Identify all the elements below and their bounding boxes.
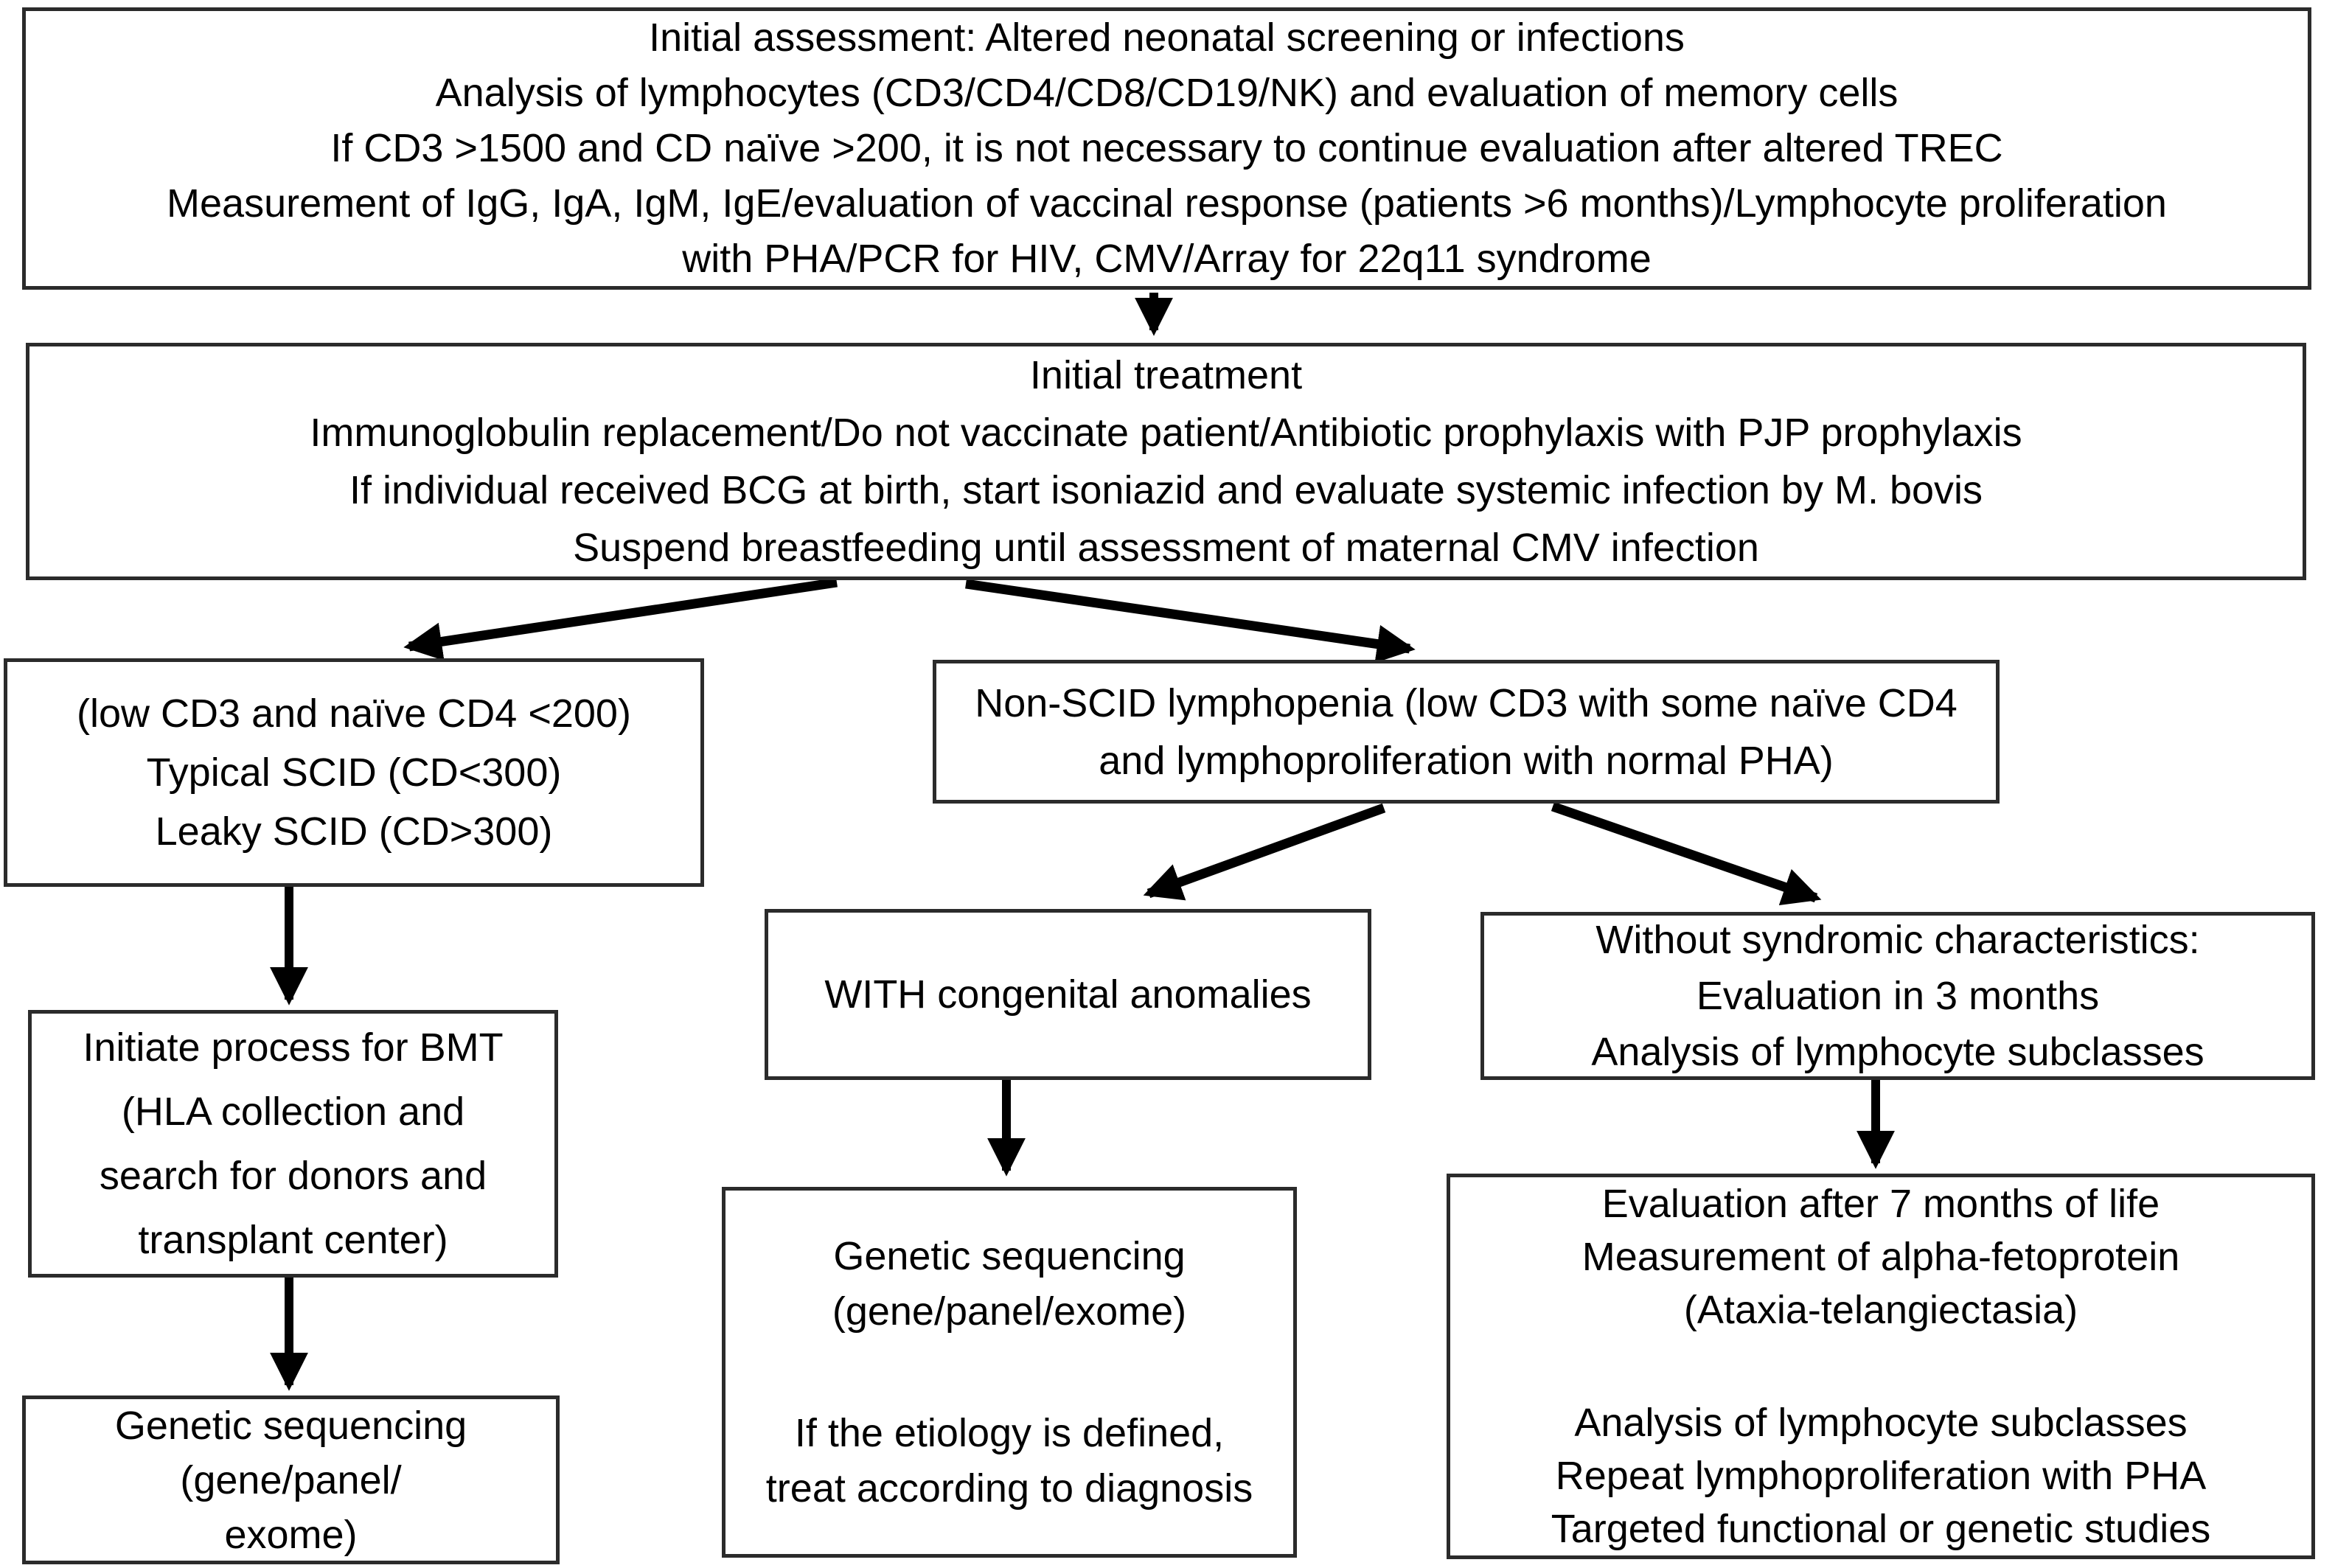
- scid-box: (low CD3 and naïve CD4 <200) Typical SCI…: [4, 658, 704, 887]
- evaluation-7m-line: Repeat lymphoproliferation with PHA: [1555, 1454, 2207, 1498]
- initial-assessment-box: Initial assessment: Altered neonatal scr…: [22, 7, 2311, 290]
- evaluation-after-7-months-box: Evaluation after 7 months of life Measur…: [1447, 1174, 2315, 1559]
- bmt-line: (HLA collection and: [121, 1089, 465, 1134]
- bmt-line: transplant center): [138, 1217, 448, 1262]
- evaluation-7m-line: Evaluation after 7 months of life: [1601, 1182, 2160, 1226]
- evaluation-7m-line: (Ataxia-telangiectasia): [1683, 1288, 2078, 1332]
- genetic-middle-line: Genetic sequencing: [833, 1233, 1186, 1278]
- without-syndromic-line: Evaluation in 3 months: [1696, 974, 2100, 1018]
- genetic-middle-line: (gene/panel/exome): [832, 1289, 1187, 1334]
- initial-treatment-line: Immunoglobulin replacement/Do not vaccin…: [310, 411, 2022, 455]
- scid-line: Typical SCID (CD<300): [146, 750, 562, 795]
- genetic-sequencing-left-box: Genetic sequencing (gene/panel/ exome): [22, 1395, 560, 1564]
- initial-treatment-line: Suspend breastfeeding until assessment o…: [573, 526, 1759, 570]
- genetic-middle-line: If the etiology is defined,: [794, 1410, 1225, 1455]
- non-scid-lymphopenia-box: Non-SCID lymphopenia (low CD3 with some …: [933, 660, 2000, 804]
- arrow-treatment-to-non-scid: [965, 579, 1416, 663]
- non-scid-line: Non-SCID lymphopenia (low CD3 with some …: [975, 680, 1958, 725]
- scid-line: (low CD3 and naïve CD4 <200): [77, 691, 631, 736]
- bmt-line: search for donors and: [99, 1153, 487, 1198]
- evaluation-7m-line: Analysis of lymphocyte subclasses: [1574, 1401, 2188, 1445]
- without-syndromic-line: Analysis of lymphocyte subclasses: [1591, 1030, 2204, 1074]
- without-syndromic-line: Without syndromic characteristics:: [1595, 918, 2200, 962]
- genetic-sequencing-middle-box: Genetic sequencing (gene/panel/exome) If…: [722, 1187, 1297, 1558]
- arrow-non-scid-to-with-congenital: [1143, 803, 1386, 901]
- arrow-treatment-to-scid: [403, 577, 838, 661]
- genetic-middle-line: treat according to diagnosis: [765, 1466, 1253, 1510]
- arrow-non-scid-to-without-syndromic: [1551, 801, 1822, 906]
- bmt-line: Initiate process for BMT: [83, 1025, 504, 1070]
- initial-assessment-line: Initial assessment: Altered neonatal scr…: [649, 15, 1685, 60]
- evaluation-7m-line: Measurement of alpha-fetoprotein: [1581, 1235, 2180, 1279]
- initial-treatment-box: Initial treatment Immunoglobulin replace…: [26, 343, 2306, 580]
- initial-assessment-line: If CD3 >1500 and CD naïve >200, it is no…: [330, 126, 2003, 170]
- genetic-left-line: Genetic sequencing: [114, 1403, 467, 1448]
- scid-line: Leaky SCID (CD>300): [155, 809, 553, 854]
- non-scid-line: and lymphoproliferation with normal PHA): [1099, 738, 1834, 783]
- genetic-left-line: exome): [224, 1512, 358, 1557]
- initial-assessment-line: Analysis of lymphocytes (CD3/CD4/CD8/CD1…: [435, 71, 1899, 115]
- with-congenital-line: WITH congenital anomalies: [824, 972, 1312, 1017]
- initial-treatment-title: Initial treatment: [1029, 353, 1303, 397]
- genetic-left-line: (gene/panel/: [180, 1457, 402, 1502]
- evaluation-7m-line: Targeted functional or genetic studies: [1551, 1507, 2211, 1551]
- initial-treatment-line: If individual received BCG at birth, sta…: [349, 468, 1983, 512]
- without-syndromic-box: Without syndromic characteristics: Evalu…: [1480, 912, 2315, 1080]
- with-congenital-anomalies-box: WITH congenital anomalies: [765, 909, 1371, 1080]
- initial-assessment-line: Measurement of IgG, IgA, IgM, IgE/evalua…: [167, 181, 2167, 226]
- initial-assessment-line: with PHA/PCR for HIV, CMV/Array for 22q1…: [682, 237, 1652, 281]
- bmt-process-box: Initiate process for BMT (HLA collection…: [28, 1010, 558, 1278]
